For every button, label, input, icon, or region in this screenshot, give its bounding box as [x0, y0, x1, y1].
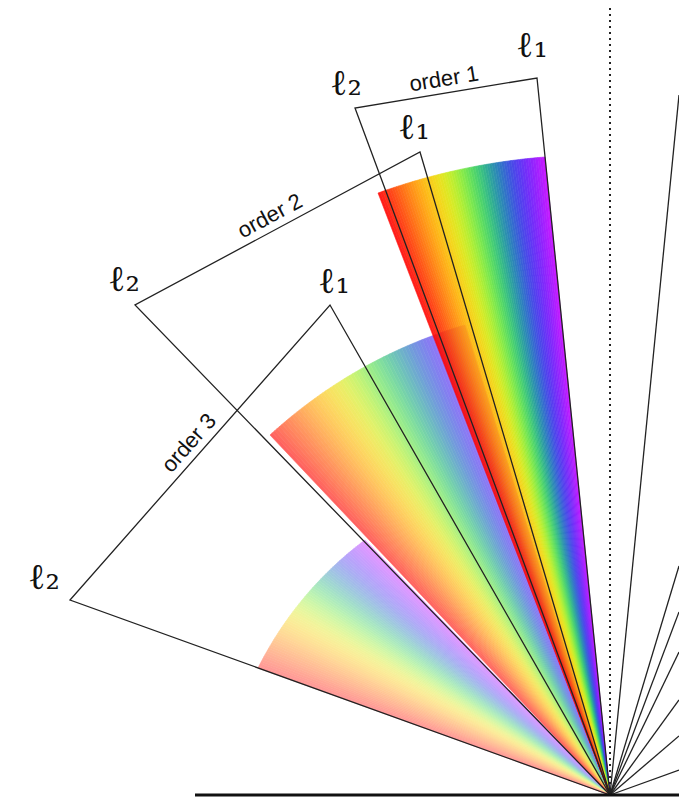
- order-bracket: [355, 78, 610, 795]
- wavelength-label: ℓ₁: [514, 27, 550, 63]
- ray-line: [610, 566, 679, 795]
- ray-line: [610, 612, 679, 795]
- wavelength-label: ℓ₂: [106, 261, 142, 297]
- order-label: order 3: [156, 408, 221, 478]
- spectrum-order: [378, 157, 610, 795]
- ray-line: [610, 95, 679, 795]
- wavelength-label: ℓ₁: [316, 263, 352, 299]
- ray-line: [610, 700, 679, 795]
- ray-line: [610, 736, 679, 795]
- ray-lines: [70, 78, 679, 795]
- ray-line: [610, 652, 679, 795]
- wavelength-label: ℓ₁: [396, 109, 432, 145]
- spectrum-wedges: [258, 157, 610, 795]
- order-bracket: [135, 152, 610, 795]
- order-bracket: [70, 305, 610, 795]
- normal-line: [609, 8, 611, 795]
- grating-surface: [195, 794, 679, 797]
- order-label: order 1: [406, 62, 482, 96]
- ray-line: [610, 770, 679, 795]
- wavelength-label: ℓ₂: [328, 65, 364, 101]
- wavelength-label: ℓ₂: [26, 559, 62, 595]
- spectrum-slice: [378, 192, 610, 795]
- order-label: order 2: [232, 189, 307, 243]
